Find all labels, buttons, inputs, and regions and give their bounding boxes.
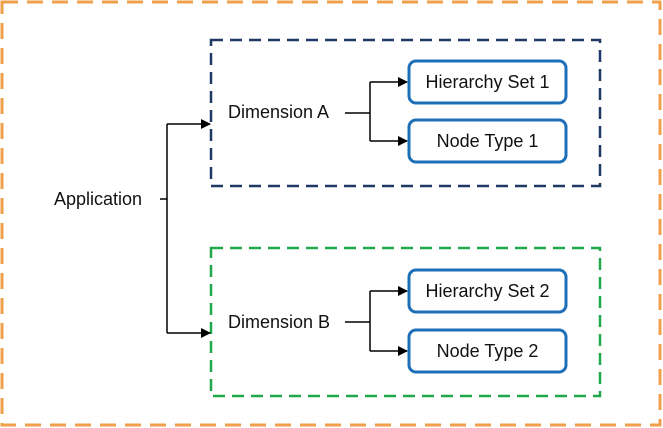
hierarchy-set-2-label: Hierarchy Set 2 bbox=[425, 281, 549, 301]
hierarchy-set-1-label: Hierarchy Set 1 bbox=[425, 72, 549, 92]
hierarchy-set-1-node bbox=[407, 59, 568, 105]
dimension-a-label: Dimension A bbox=[228, 102, 329, 122]
hierarchy-set-2-node bbox=[407, 268, 568, 314]
application-label: Application bbox=[54, 189, 142, 209]
dimension-b-group bbox=[209, 246, 602, 398]
dimension-a-group bbox=[209, 38, 602, 188]
dimension-b-connectors bbox=[345, 286, 408, 356]
dimension-b-label: Dimension B bbox=[228, 312, 330, 332]
application-connectors bbox=[160, 119, 211, 338]
dimension-a-connectors bbox=[345, 77, 408, 146]
node-type-1-node bbox=[407, 118, 568, 164]
node-type-1-label: Node Type 1 bbox=[437, 131, 539, 151]
node-type-2-node bbox=[407, 328, 568, 374]
node-type-2-label: Node Type 2 bbox=[437, 341, 539, 361]
